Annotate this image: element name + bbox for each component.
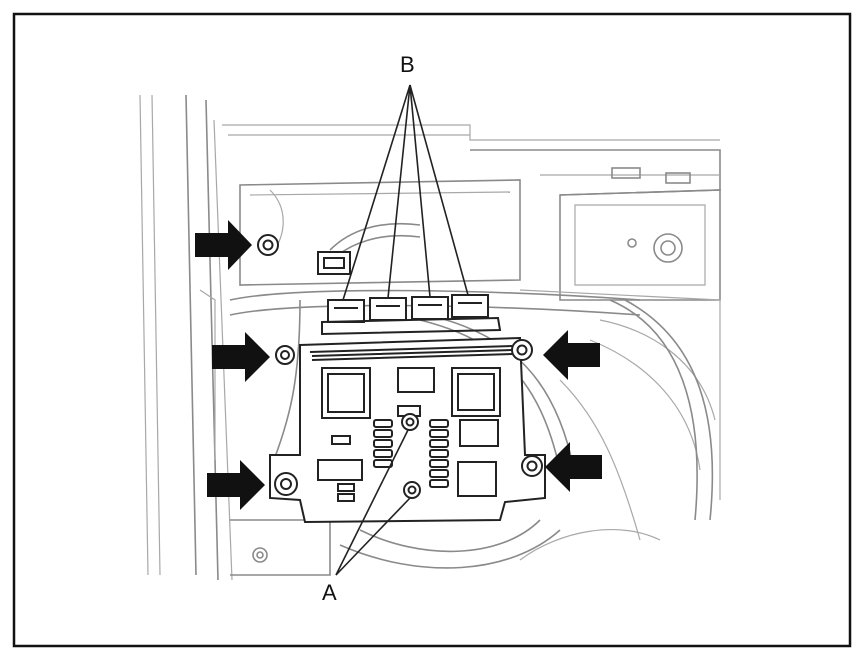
figure-border	[12, 12, 852, 648]
leader-lines-a	[335, 429, 411, 576]
arrow-left-icon	[543, 330, 602, 492]
connector-b3	[411, 296, 449, 320]
fuse-stack-right	[429, 419, 449, 488]
fuse-stack-left	[373, 419, 393, 468]
callout-a: A	[322, 580, 337, 605]
bolt-icon	[401, 413, 421, 499]
wiring-harness	[229, 222, 641, 569]
leader-lines-b	[342, 84, 469, 301]
connector-b2	[369, 297, 407, 321]
callout-b: B	[400, 52, 415, 77]
arrow-right-icon	[195, 220, 270, 510]
connector-group-b	[321, 294, 502, 336]
connector-b1	[327, 299, 365, 323]
connector-b4	[451, 294, 489, 318]
vehicle-body-structure	[139, 94, 721, 581]
mounting-nuts	[257, 234, 543, 496]
